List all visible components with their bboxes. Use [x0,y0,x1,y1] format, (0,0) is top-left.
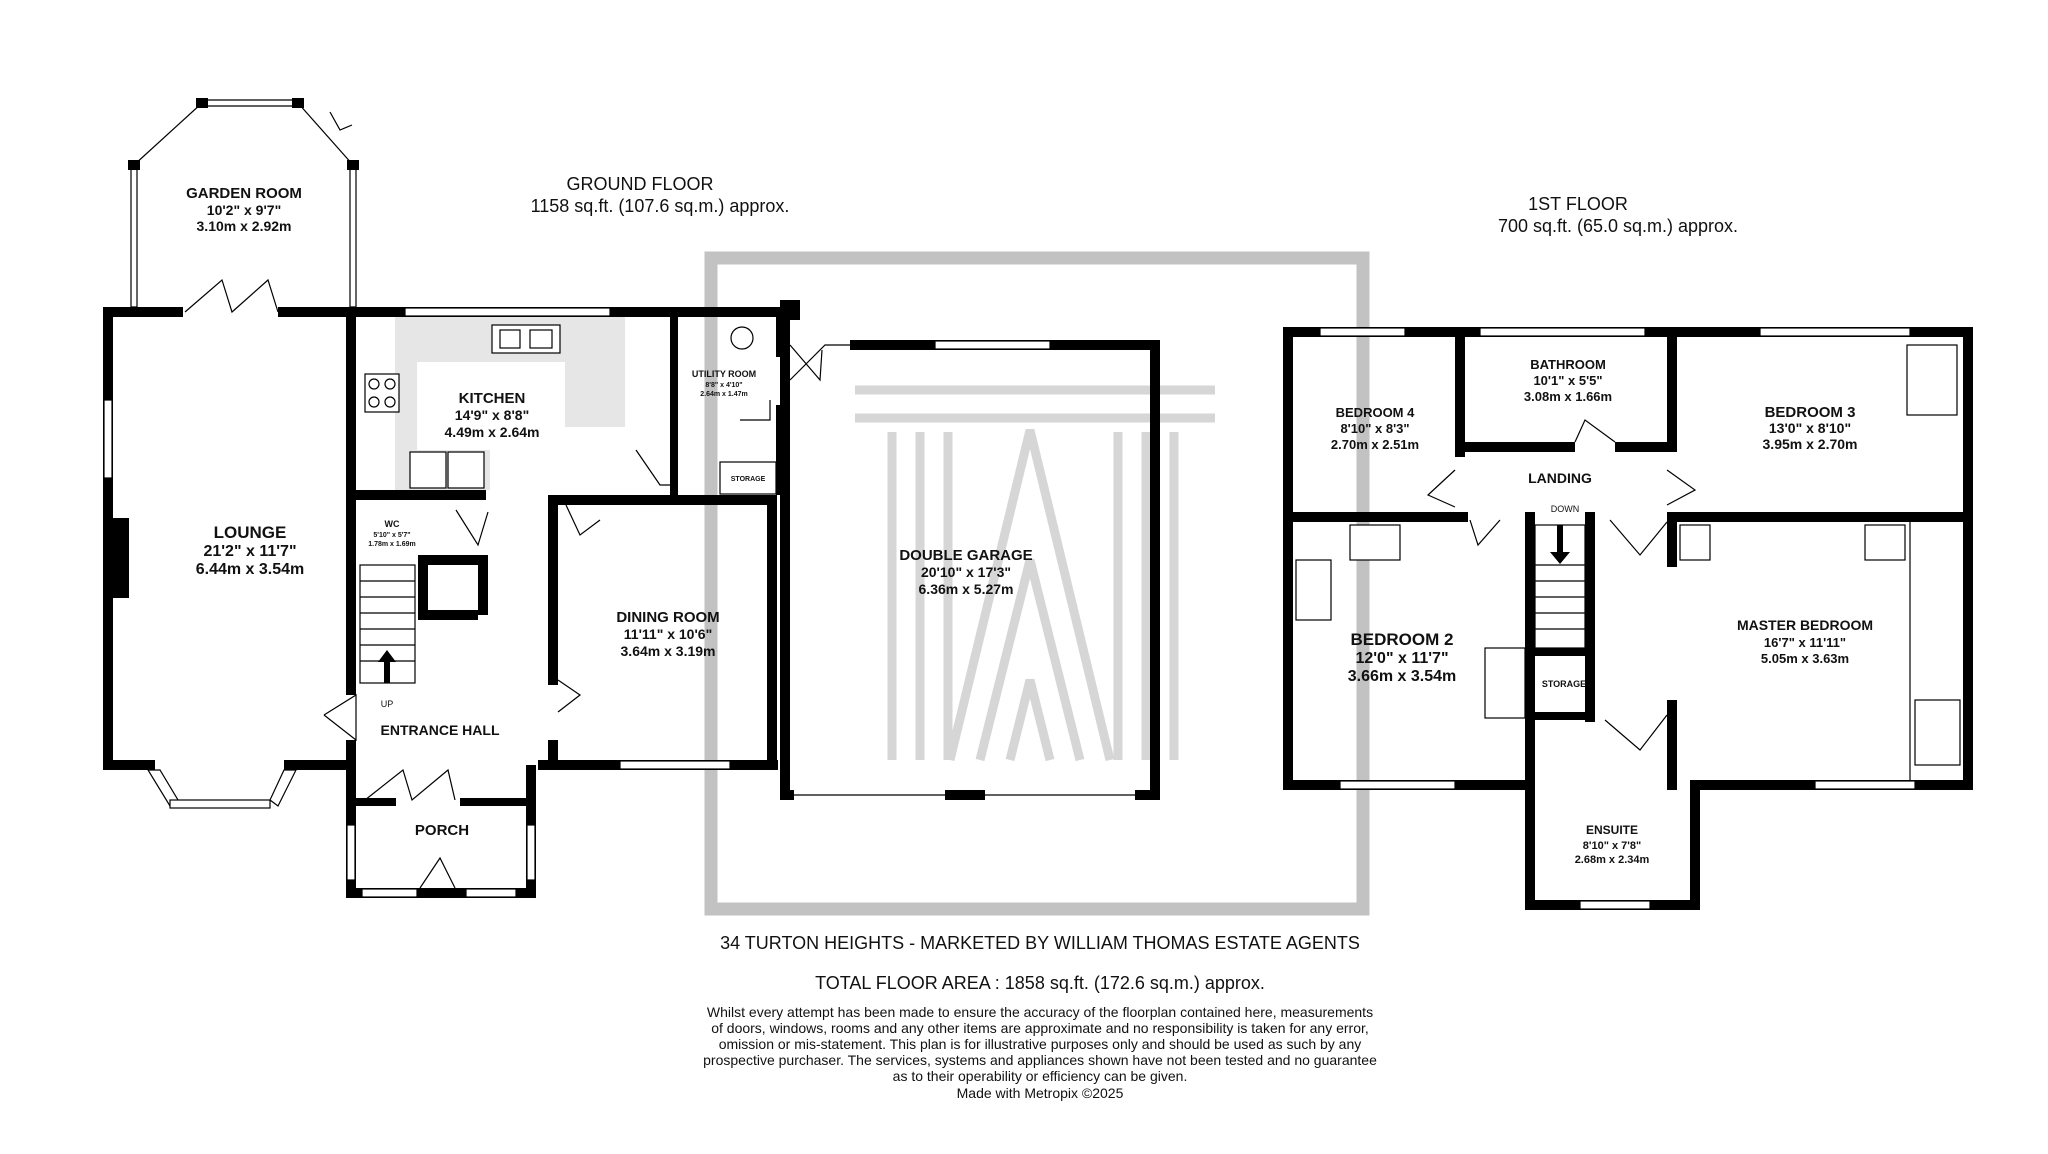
first-floor-title: 1ST FLOOR [1528,194,1628,214]
garage-metric: 6.36m x 5.27m [919,581,1014,597]
garage-name: DOUBLE GARAGE [899,547,1032,564]
bathroom-name: BATHROOM [1530,357,1606,372]
lounge-imperial: 21'2" x 11'7" [203,543,296,560]
ground-stairs-up-label: UP [381,699,394,709]
utility-metric: 2.64m x 1.47m [700,391,747,398]
footer: 34 TURTON HEIGHTS - MARKETED BY WILLIAM … [703,933,1377,1101]
dining-room-walls [538,495,778,770]
garden-room-walls [128,98,359,314]
ensuite-name: ENSUITE [1586,823,1638,837]
garden-room-name: GARDEN ROOM [186,185,302,202]
bedroom4-name: BEDROOM 4 [1336,405,1416,420]
bedroom3-metric: 3.95m x 2.70m [1763,436,1858,452]
dining-room-name: DINING ROOM [616,609,719,626]
first-storage-name: STORAGE [1542,679,1586,689]
porch-walls [346,765,536,898]
first-stairs-down-label: DOWN [1551,504,1580,514]
garden-room-imperial: 10'2" x 9'7" [207,202,281,218]
master-bedroom-imperial: 16'7" x 11'11" [1764,635,1846,650]
porch-name: PORCH [415,822,469,839]
garage-imperial: 20'10" x 17'3" [921,564,1011,580]
garage-walls [780,300,1160,800]
ensuite-imperial: 8'10" x 7'8" [1583,840,1641,852]
bedroom4-imperial: 8'10" x 8'3" [1340,421,1409,436]
master-bedroom-metric: 5.05m x 3.63m [1761,651,1849,666]
dining-room-metric: 3.64m x 3.19m [621,643,716,659]
first-floor-plan: 1ST FLOOR 700 sq.ft. (65.0 sq.m.) approx… [1283,194,1973,910]
bedroom2-metric: 3.66m x 3.54m [1348,668,1457,685]
disclaimer-line-5: as to their operability or efficiency ca… [893,1068,1188,1084]
lounge-name: LOUNGE [214,523,287,542]
bedroom4-metric: 2.70m x 2.51m [1331,437,1419,452]
wc-imperial: 5'10" x 5'7" [373,532,410,539]
bedroom3-imperial: 13'0" x 8'10" [1769,420,1851,436]
garden-room-metric: 3.10m x 2.92m [197,218,292,234]
dining-room-imperial: 11'11" x 10'6" [624,626,712,642]
disclaimer-line-4: prospective purchaser. The services, sys… [703,1052,1377,1068]
utility-imperial: 8'8" x 4'10" [705,382,742,389]
lounge-metric: 6.44m x 3.54m [196,561,305,578]
ground-floor-plan: GROUND FLOOR 1158 sq.ft. (107.6 sq.m.) a… [103,98,1160,898]
disclaimer-line-2: of doors, windows, rooms and any other i… [711,1020,1369,1036]
utility-name: UTILITY ROOM [692,369,756,379]
ground-floor-area: 1158 sq.ft. (107.6 sq.m.) approx. [531,196,790,216]
ground-storage-name: STORAGE [731,476,766,483]
master-bedroom-name: MASTER BEDROOM [1737,617,1873,633]
entrance-hall-name: ENTRANCE HALL [381,722,500,738]
lounge-walls [103,307,373,809]
kitchen-name: KITCHEN [459,390,526,407]
ground-floor-title: GROUND FLOOR [566,174,713,194]
bedroom2-imperial: 12'0" x 11'7" [1355,650,1448,667]
kitchen-imperial: 14'9" x 8'8" [455,407,529,423]
watermark-logo [704,251,1370,916]
disclaimer-line-1: Whilst every attempt has been made to en… [707,1004,1373,1020]
property-address: 34 TURTON HEIGHTS - MARKETED BY WILLIAM … [720,933,1360,953]
ensuite-metric: 2.68m x 2.34m [1575,854,1650,866]
total-floor-area: TOTAL FLOOR AREA : 1858 sq.ft. (172.6 sq… [815,973,1265,993]
bedroom2-name: BEDROOM 2 [1351,630,1454,649]
wc-name: WC [385,519,400,529]
bathroom-metric: 3.08m x 1.66m [1524,389,1612,404]
first-floor-area: 700 sq.ft. (65.0 sq.m.) approx. [1498,216,1738,236]
kitchen-metric: 4.49m x 2.64m [445,424,540,440]
kitchen-walls [346,307,823,499]
bathroom-imperial: 10'1" x 5'5" [1533,373,1602,388]
landing-name: LANDING [1528,470,1592,486]
metropix-credit: Made with Metropix ©2025 [957,1085,1124,1101]
wc-metric: 1.78m x 1.69m [368,541,415,548]
disclaimer-line-3: omission or mis-statement. This plan is … [719,1036,1362,1052]
bedroom3-name: BEDROOM 3 [1765,404,1856,421]
hall-walls [323,490,664,765]
